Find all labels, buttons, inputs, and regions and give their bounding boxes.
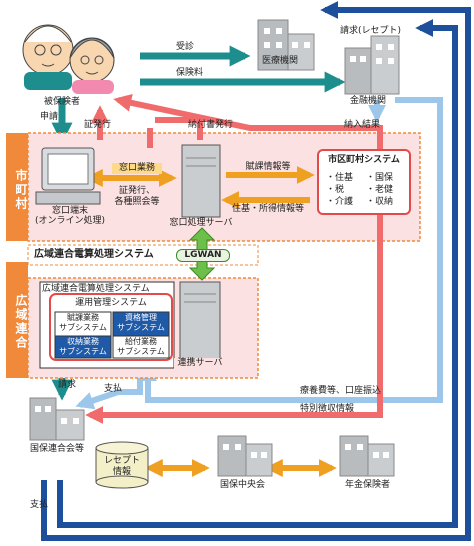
insured-label: 被保険者 [44, 97, 81, 107]
window-terminal-label: 窓口端末 (オンライン処理) [30, 206, 110, 226]
blue-flows [75, 97, 443, 410]
sub-benefit-label: 給付業務 サブシステム [117, 337, 165, 356]
lgwan-label: LGWAN [176, 249, 230, 262]
notice-issue-label: 納付書発行 [188, 120, 234, 130]
assessment-info-label: 賦課情報等 [245, 162, 291, 172]
window-work-label: 窓口業務 [112, 163, 162, 174]
municipal-item: ・老健 [366, 185, 394, 195]
union-computer-system-label: 広域連合電算処理システム [42, 284, 150, 294]
sub-collection-box [54, 335, 112, 359]
ops-mgmt-label: 運用管理システム [75, 298, 147, 308]
building-kokuho-chuokai [217, 435, 273, 477]
municipal-item: ・収納 [366, 197, 394, 207]
building-finance [344, 35, 400, 95]
kokuho-rengokai-label: 国保連合会等 [30, 444, 85, 454]
municipal-item: ・住基 [326, 173, 354, 183]
special-collection-label: 特別徴収情報 [300, 404, 355, 414]
apply-label: 申請 [40, 112, 59, 122]
window-terminal-illustration [35, 147, 101, 205]
medical-fee-label: 療養費等、口座振込 [300, 386, 382, 396]
cert-issue-label: 証発行 [84, 120, 112, 130]
sub-collection-label: 収納業務 サブシステム [59, 337, 107, 356]
window-terminal-sub: (オンライン処理) [34, 216, 106, 226]
payment-loop-arrow [41, 1, 471, 541]
window-server-label: 窓口処理サーバ [169, 218, 233, 228]
building-pension [339, 435, 395, 477]
building-medical [257, 19, 315, 71]
billing-receipt-label: 請求(レセプト) [340, 26, 402, 36]
window-work-detail: 証発行、 各種照会等 [114, 186, 160, 207]
union-system-band-label: 広域連合電算処理システム [34, 249, 154, 260]
sub-eligibility-label: 資格管理 サブシステム [117, 313, 165, 332]
teal-flows [51, 45, 346, 401]
medical-label: 医療機関 [262, 56, 299, 66]
building-kokuho-rengokai [29, 397, 85, 441]
premium-label: 保険料 [176, 68, 204, 78]
municipality-label: 市町村 [14, 169, 28, 211]
payment-result-label: 納入結果 [344, 120, 381, 130]
insured-illustration [22, 24, 115, 94]
consult-label: 受診 [176, 42, 195, 52]
orange-flows [84, 166, 337, 477]
municipal-system-box [317, 149, 411, 215]
kokuho-chuokai-label: 国保中央会 [220, 480, 266, 490]
finance-label: 金融機関 [350, 96, 387, 106]
window-terminal-title: 窓口端末 [51, 206, 88, 216]
municipal-item: ・介護 [326, 197, 354, 207]
pay-label: 支払 [104, 384, 123, 394]
payment-label: 支払 [30, 500, 49, 510]
claim-label: 請求 [58, 380, 77, 390]
resident-tax-info-label: 住基・所得情報等 [231, 204, 304, 214]
municipality-band [6, 133, 28, 241]
receipt-label: レセプト 情報 [103, 456, 140, 477]
sub-assessment-label: 賦課業務 サブシステム [59, 313, 107, 332]
window-server-illustration [181, 144, 221, 218]
union-label: 広域連合 [14, 294, 28, 350]
sub-benefit-box [112, 335, 170, 359]
pension-insurer-label: 年金保険者 [345, 480, 391, 490]
municipal-system-label: 市区町村システム [328, 155, 400, 165]
municipal-items: ・住基 ・国保 ・税 ・老健 ・介護 ・収納 [326, 172, 410, 208]
receipt-database [95, 441, 149, 489]
link-server-label: 連携サーバ [174, 358, 226, 369]
union-band [6, 262, 28, 378]
municipal-item: ・国保 [366, 173, 394, 183]
link-server-illustration [179, 281, 221, 361]
municipal-item: ・税 [326, 185, 345, 195]
red-flows [85, 93, 383, 424]
